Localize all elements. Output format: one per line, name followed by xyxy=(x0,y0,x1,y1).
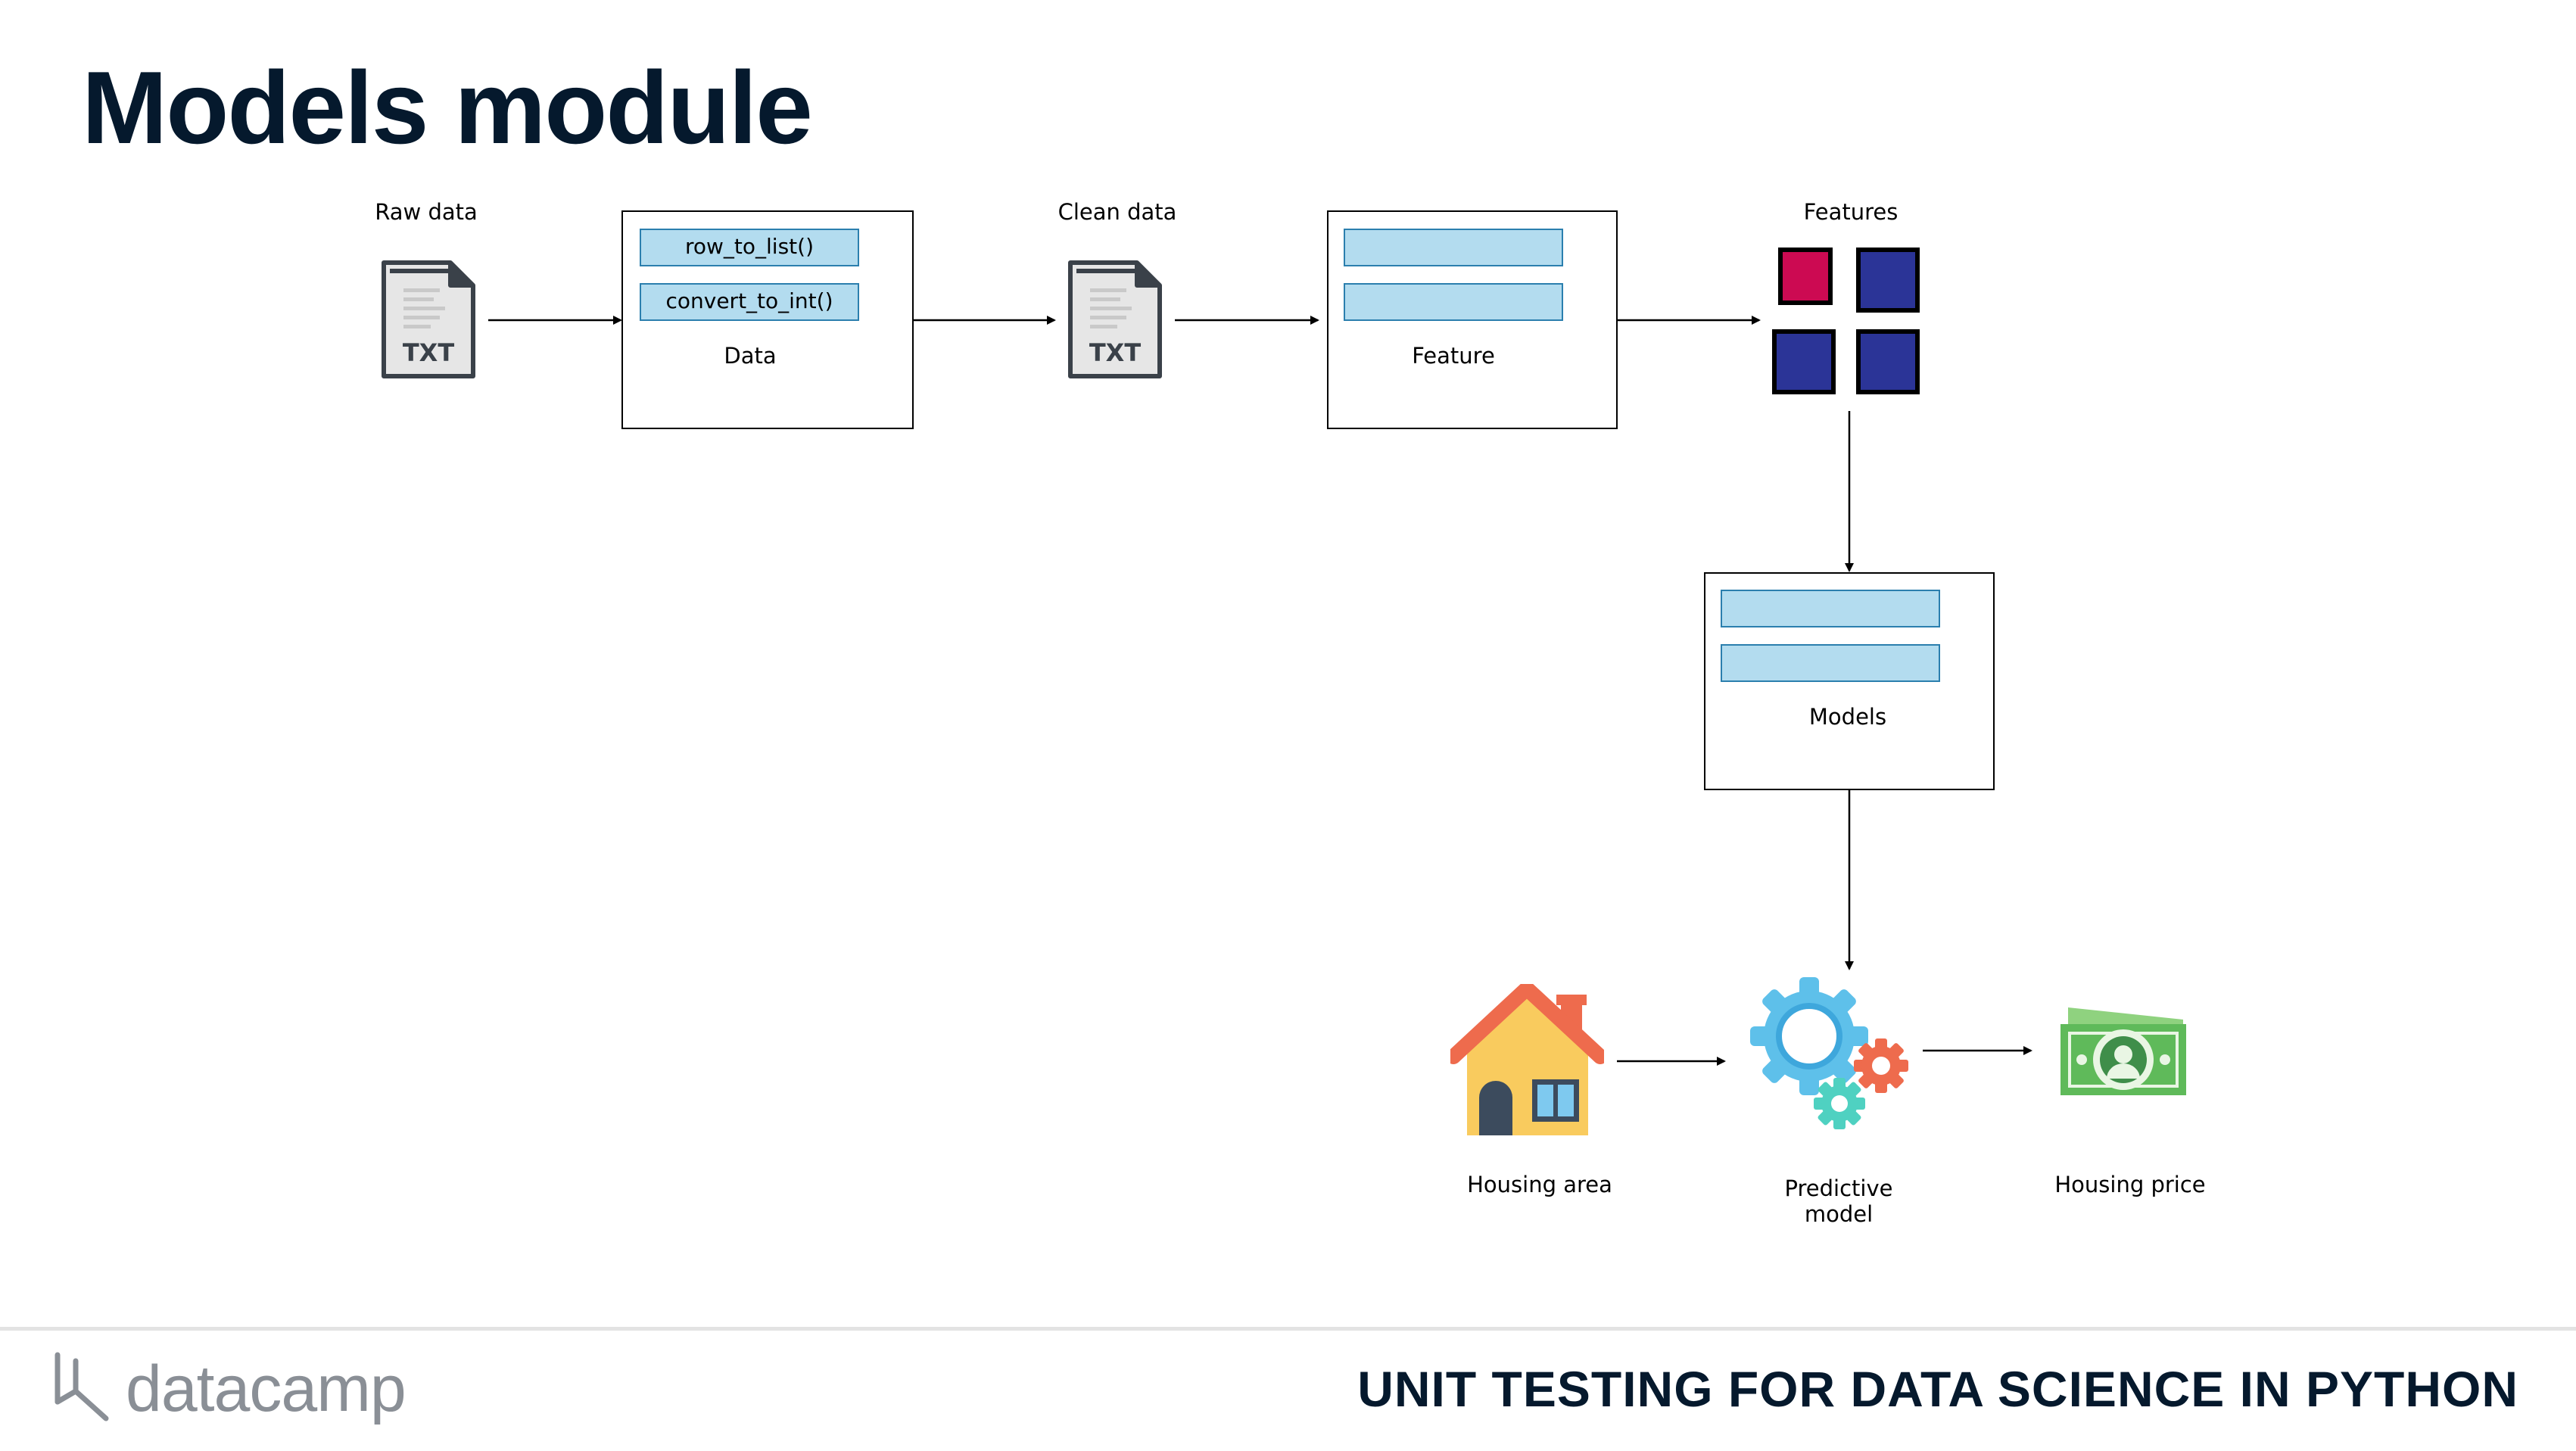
models-function-placeholder xyxy=(1721,644,1940,682)
txt-file-icon-text: TXT xyxy=(403,338,455,367)
function-convert-to-int: convert_to_int() xyxy=(640,283,859,321)
gears-icon xyxy=(1750,977,1908,1129)
clean-data-label: Clean data xyxy=(1057,199,1177,225)
function-row-to-list: row_to_list() xyxy=(640,229,859,266)
datacamp-logo-icon xyxy=(55,1352,109,1421)
feature-function-placeholder xyxy=(1344,229,1563,266)
predictive-model-label: Predictive model xyxy=(1785,1175,1893,1227)
slide-title: Models module xyxy=(82,50,813,165)
features-label: Features xyxy=(1803,199,1899,225)
datacamp-logo-text: datacamp xyxy=(126,1353,406,1425)
feature-module-label: Feature xyxy=(1412,343,1495,369)
footer-divider xyxy=(0,1327,2576,1331)
money-icon xyxy=(2060,1007,2186,1095)
txt-file-icon-text: TXT xyxy=(1089,338,1142,367)
txt-file-icon: TXT xyxy=(1068,260,1162,378)
course-title: UNIT TESTING FOR DATA SCIENCE IN PYTHON xyxy=(1357,1361,2518,1417)
house-icon xyxy=(1450,984,1604,1135)
models-function-placeholder xyxy=(1721,590,1940,627)
txt-file-icon: TXT xyxy=(382,260,475,378)
predictive-model-label-line2: model xyxy=(1804,1201,1874,1227)
models-module-label: Models xyxy=(1808,704,1887,730)
housing-price-label: Housing price xyxy=(2054,1172,2206,1197)
data-module-label: Data xyxy=(724,343,777,369)
features-grid-icon xyxy=(1772,248,1920,394)
housing-area-label: Housing area xyxy=(1467,1172,1612,1197)
raw-data-label: Raw data xyxy=(375,199,478,225)
predictive-model-label-line1: Predictive xyxy=(1784,1175,1893,1201)
feature-function-placeholder xyxy=(1344,283,1563,321)
